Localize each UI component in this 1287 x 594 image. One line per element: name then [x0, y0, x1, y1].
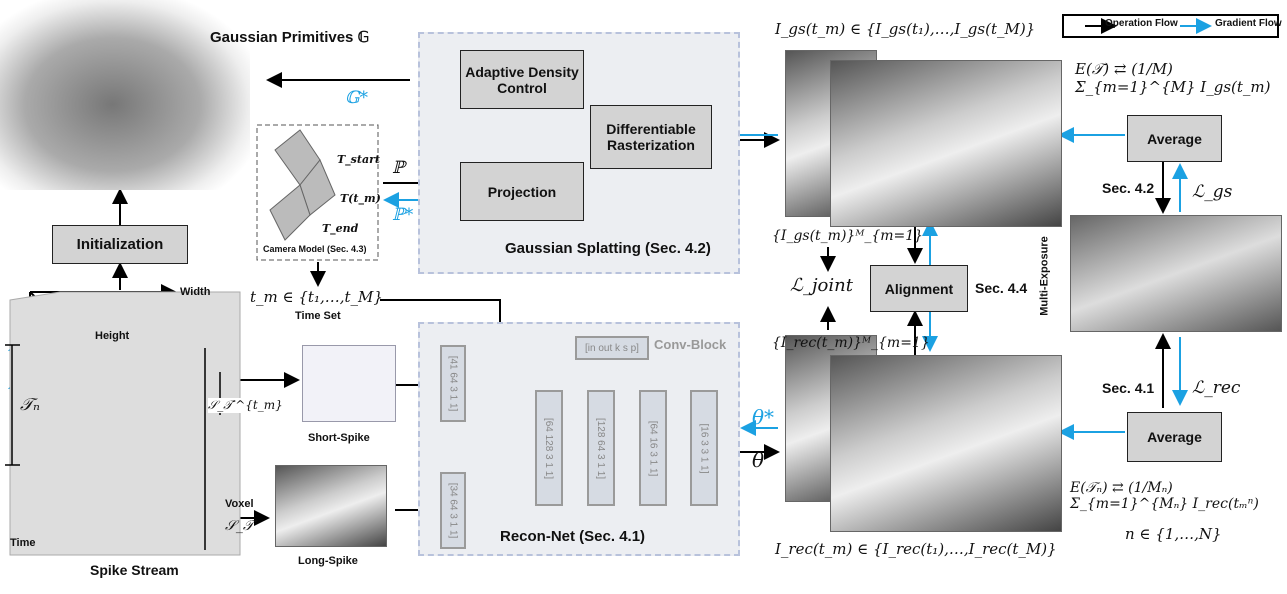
adaptive-density-control-box: Adaptive Density Control — [460, 50, 584, 109]
legend-gradient: Gradient Flow — [1215, 18, 1282, 29]
long-spike-image — [275, 465, 387, 547]
average-box-top: Average — [1127, 115, 1222, 162]
multi-exposure-label: Multi-Exposure — [1038, 236, 1051, 316]
gaussian-scene-image — [0, 0, 250, 190]
theta-label: θ — [752, 448, 765, 472]
alignment-box: Alignment — [870, 265, 968, 312]
l-rec-label: ℒ_rec — [1192, 378, 1241, 398]
time-set-formula: t_m ∈ {t₁,…,t_M} — [250, 288, 383, 306]
igs-set-label: I_gs(t_m) ∈ {I_gs(t₁),…,I_gs(t_M)} — [775, 20, 1036, 38]
height-label: Height — [95, 330, 130, 342]
conv-block-3: [64 128 3 1 1] — [535, 390, 563, 506]
sec44-label: Sec. 4.4 — [975, 280, 1028, 296]
gaussian-splatting-title: Gaussian Splatting (Sec. 4.2) — [505, 240, 711, 257]
conv-block-5: [64 16 3 1 1] — [639, 390, 667, 506]
theta-star-label: θ* — [752, 405, 775, 429]
multi-exposure-images — [1070, 215, 1282, 332]
p-label: ℙ — [392, 158, 405, 178]
gaussian-primitives-label: Gaussian Primitives 𝔾 — [210, 29, 370, 46]
l-joint-label: ℒ_joint — [790, 275, 853, 296]
conv-block-1: [41 64 3 1 1] — [440, 345, 466, 422]
short-spike-label: Short-Spike — [308, 432, 370, 444]
time-label: Time — [10, 537, 36, 549]
spike-cube — [9, 291, 241, 556]
n-set-label: n ∈ {1,…,N} — [1125, 525, 1222, 543]
conv-block-text: [128 64 3 1 1] — [595, 417, 607, 479]
sec42-label: Sec. 4.2 — [1102, 180, 1155, 196]
conv-block-6: [16 3 3 1 1] — [690, 390, 718, 506]
spike-stream-label: Spike Stream — [90, 562, 179, 578]
s-t-label: 𝒮_𝒯 — [225, 518, 254, 534]
recon-net-title: Recon-Net (Sec. 4.1) — [500, 528, 646, 545]
conv-block-legend-text: [in out k s p] — [585, 342, 639, 354]
conv-block-text: [64 16 3 1 1] — [647, 420, 659, 476]
camera-model-label: Camera Model (Sec. 4.3) — [263, 244, 367, 254]
conv-block-label: Conv-Block — [654, 337, 727, 352]
average-box-bottom: Average — [1127, 412, 1222, 462]
irec-set-label: I_rec(t_m) ∈ {I_rec(t₁),…,I_rec(t_M)} — [775, 540, 1057, 558]
p-star-label: ℙ* — [392, 205, 414, 225]
s-short-label: 𝒮_𝒯′^{t_m} — [208, 398, 283, 413]
width-label: Width — [180, 286, 211, 298]
t-end-label: T_end — [322, 222, 359, 235]
t-start-label: T_start — [337, 153, 380, 166]
igs-seq-label: {I_gs(t_m)}ᴹ_{m=1} — [772, 228, 924, 244]
legend-box — [1062, 14, 1279, 38]
projection-box: Projection — [460, 162, 584, 221]
e-top-formula: E(𝒯) ⇄ (1/M) Σ_{m=1}^{M} I_gs(t_m) — [1075, 60, 1271, 96]
legend-operation: Operation Flow — [1105, 18, 1178, 29]
voxel-label: Voxel — [225, 498, 254, 510]
conv-block-2: [34 64 3 1 1] — [440, 472, 466, 549]
conv-block-text: [41 64 3 1 1] — [447, 355, 459, 412]
tn-label: 𝒯ₙ — [20, 395, 40, 415]
rasterization-box: Differentiable Rasterization — [590, 105, 712, 169]
e-bottom-formula: E(𝒯ₙ) ⇄ (1/Mₙ) Σ_{m=1}^{Mₙ} I_rec(tₘⁿ) — [1070, 480, 1259, 512]
conv-block-text: [64 128 3 1 1] — [543, 417, 555, 479]
conv-block-text: [16 3 3 1 1] — [698, 422, 710, 474]
conv-block-4: [128 64 3 1 1] — [587, 390, 615, 506]
g-star-label: 𝔾* — [345, 88, 369, 108]
recon-net-panel — [418, 322, 740, 556]
t-m-label: T(t_m) — [340, 192, 381, 205]
time-set-label: Time Set — [295, 310, 341, 322]
gs-image-stack-front — [830, 60, 1062, 227]
short-spike-image — [302, 345, 396, 422]
irec-seq-label: {I_rec(t_m)}ᴹ_{m=1} — [772, 335, 930, 351]
conv-block-text: [34 64 3 1 1] — [447, 482, 459, 539]
rec-image-stack-front — [830, 355, 1062, 532]
sec41-label: Sec. 4.1 — [1102, 380, 1155, 396]
initialization-box: Initialization — [52, 225, 188, 264]
conv-block-legend: [in out k s p] — [575, 336, 649, 360]
long-spike-label: Long-Spike — [298, 555, 358, 567]
l-gs-label: ℒ_gs — [1192, 182, 1233, 202]
